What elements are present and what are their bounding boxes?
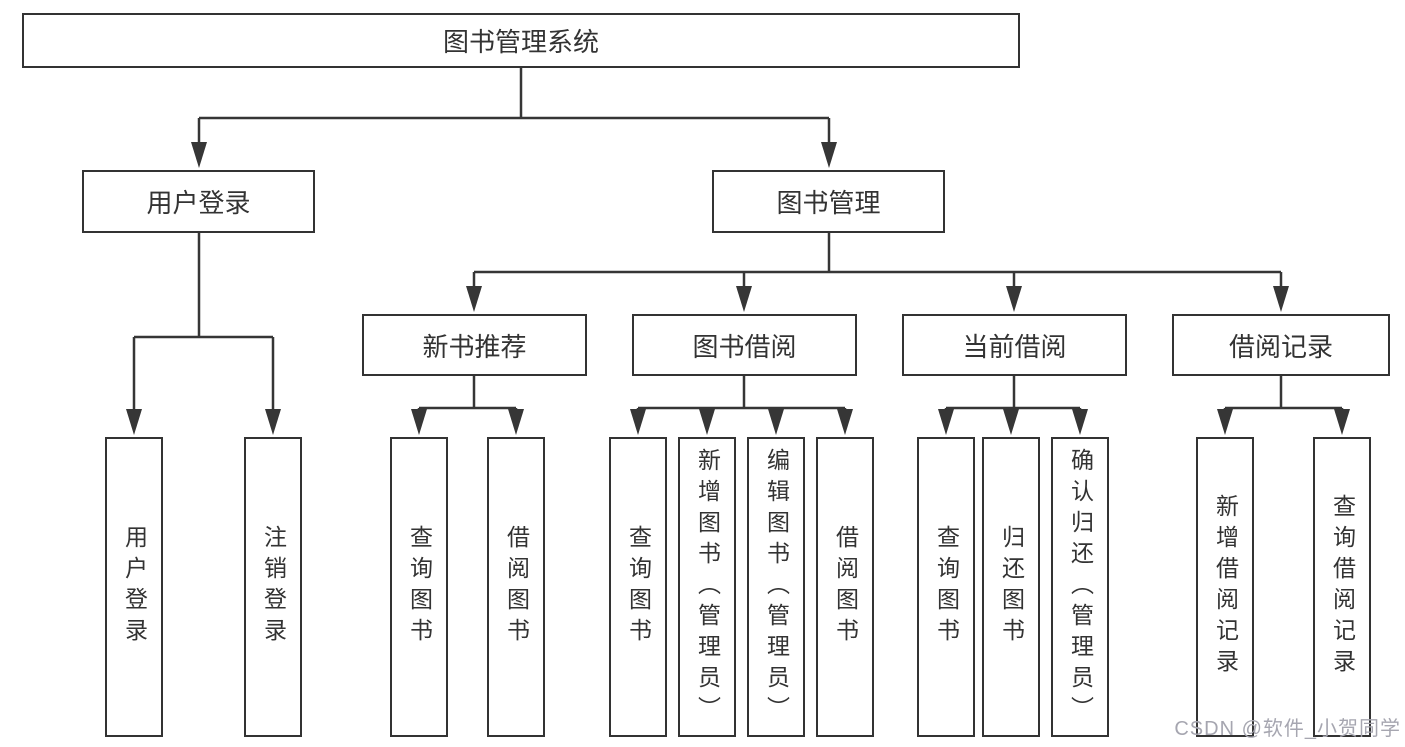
- node-group-book-borrowing: 图书借阅: [632, 314, 857, 376]
- node-leaf-query-borrow-record: 查询借阅记录: [1313, 437, 1371, 737]
- node-branch-book-management: 图书管理: [712, 170, 945, 233]
- node-leaf-query-books-current: 查询图书: [917, 437, 975, 737]
- node-leaf-logout: 注销登录: [244, 437, 302, 737]
- node-leaf-query-books-recommend: 查询图书: [390, 437, 448, 737]
- node-group-borrowing-records: 借阅记录: [1172, 314, 1390, 376]
- csdn-watermark: CSDN @软件_小贺同学: [1174, 718, 1401, 740]
- node-leaf-edit-books-admin: 编辑图书（管理员）: [747, 437, 805, 737]
- node-leaf-return-books: 归还图书: [982, 437, 1040, 737]
- node-leaf-borrow-books: 借阅图书: [816, 437, 874, 737]
- node-leaf-borrow-books-recommend: 借阅图书: [487, 437, 545, 737]
- node-branch-user-login: 用户登录: [82, 170, 315, 233]
- node-group-new-book-recommendation: 新书推荐: [362, 314, 587, 376]
- node-leaf-add-borrow-record: 新增借阅记录: [1196, 437, 1254, 737]
- node-leaf-confirm-return-admin: 确认归还（管理员）: [1051, 437, 1109, 737]
- tree-edges: [126, 68, 1350, 435]
- node-leaf-query-books-borrowing: 查询图书: [609, 437, 667, 737]
- node-root-library-management-system: 图书管理系统: [22, 13, 1020, 68]
- node-leaf-user-login: 用户登录: [105, 437, 163, 737]
- node-leaf-add-books-admin: 新增图书（管理员）: [678, 437, 736, 737]
- node-group-current-borrowing: 当前借阅: [902, 314, 1127, 376]
